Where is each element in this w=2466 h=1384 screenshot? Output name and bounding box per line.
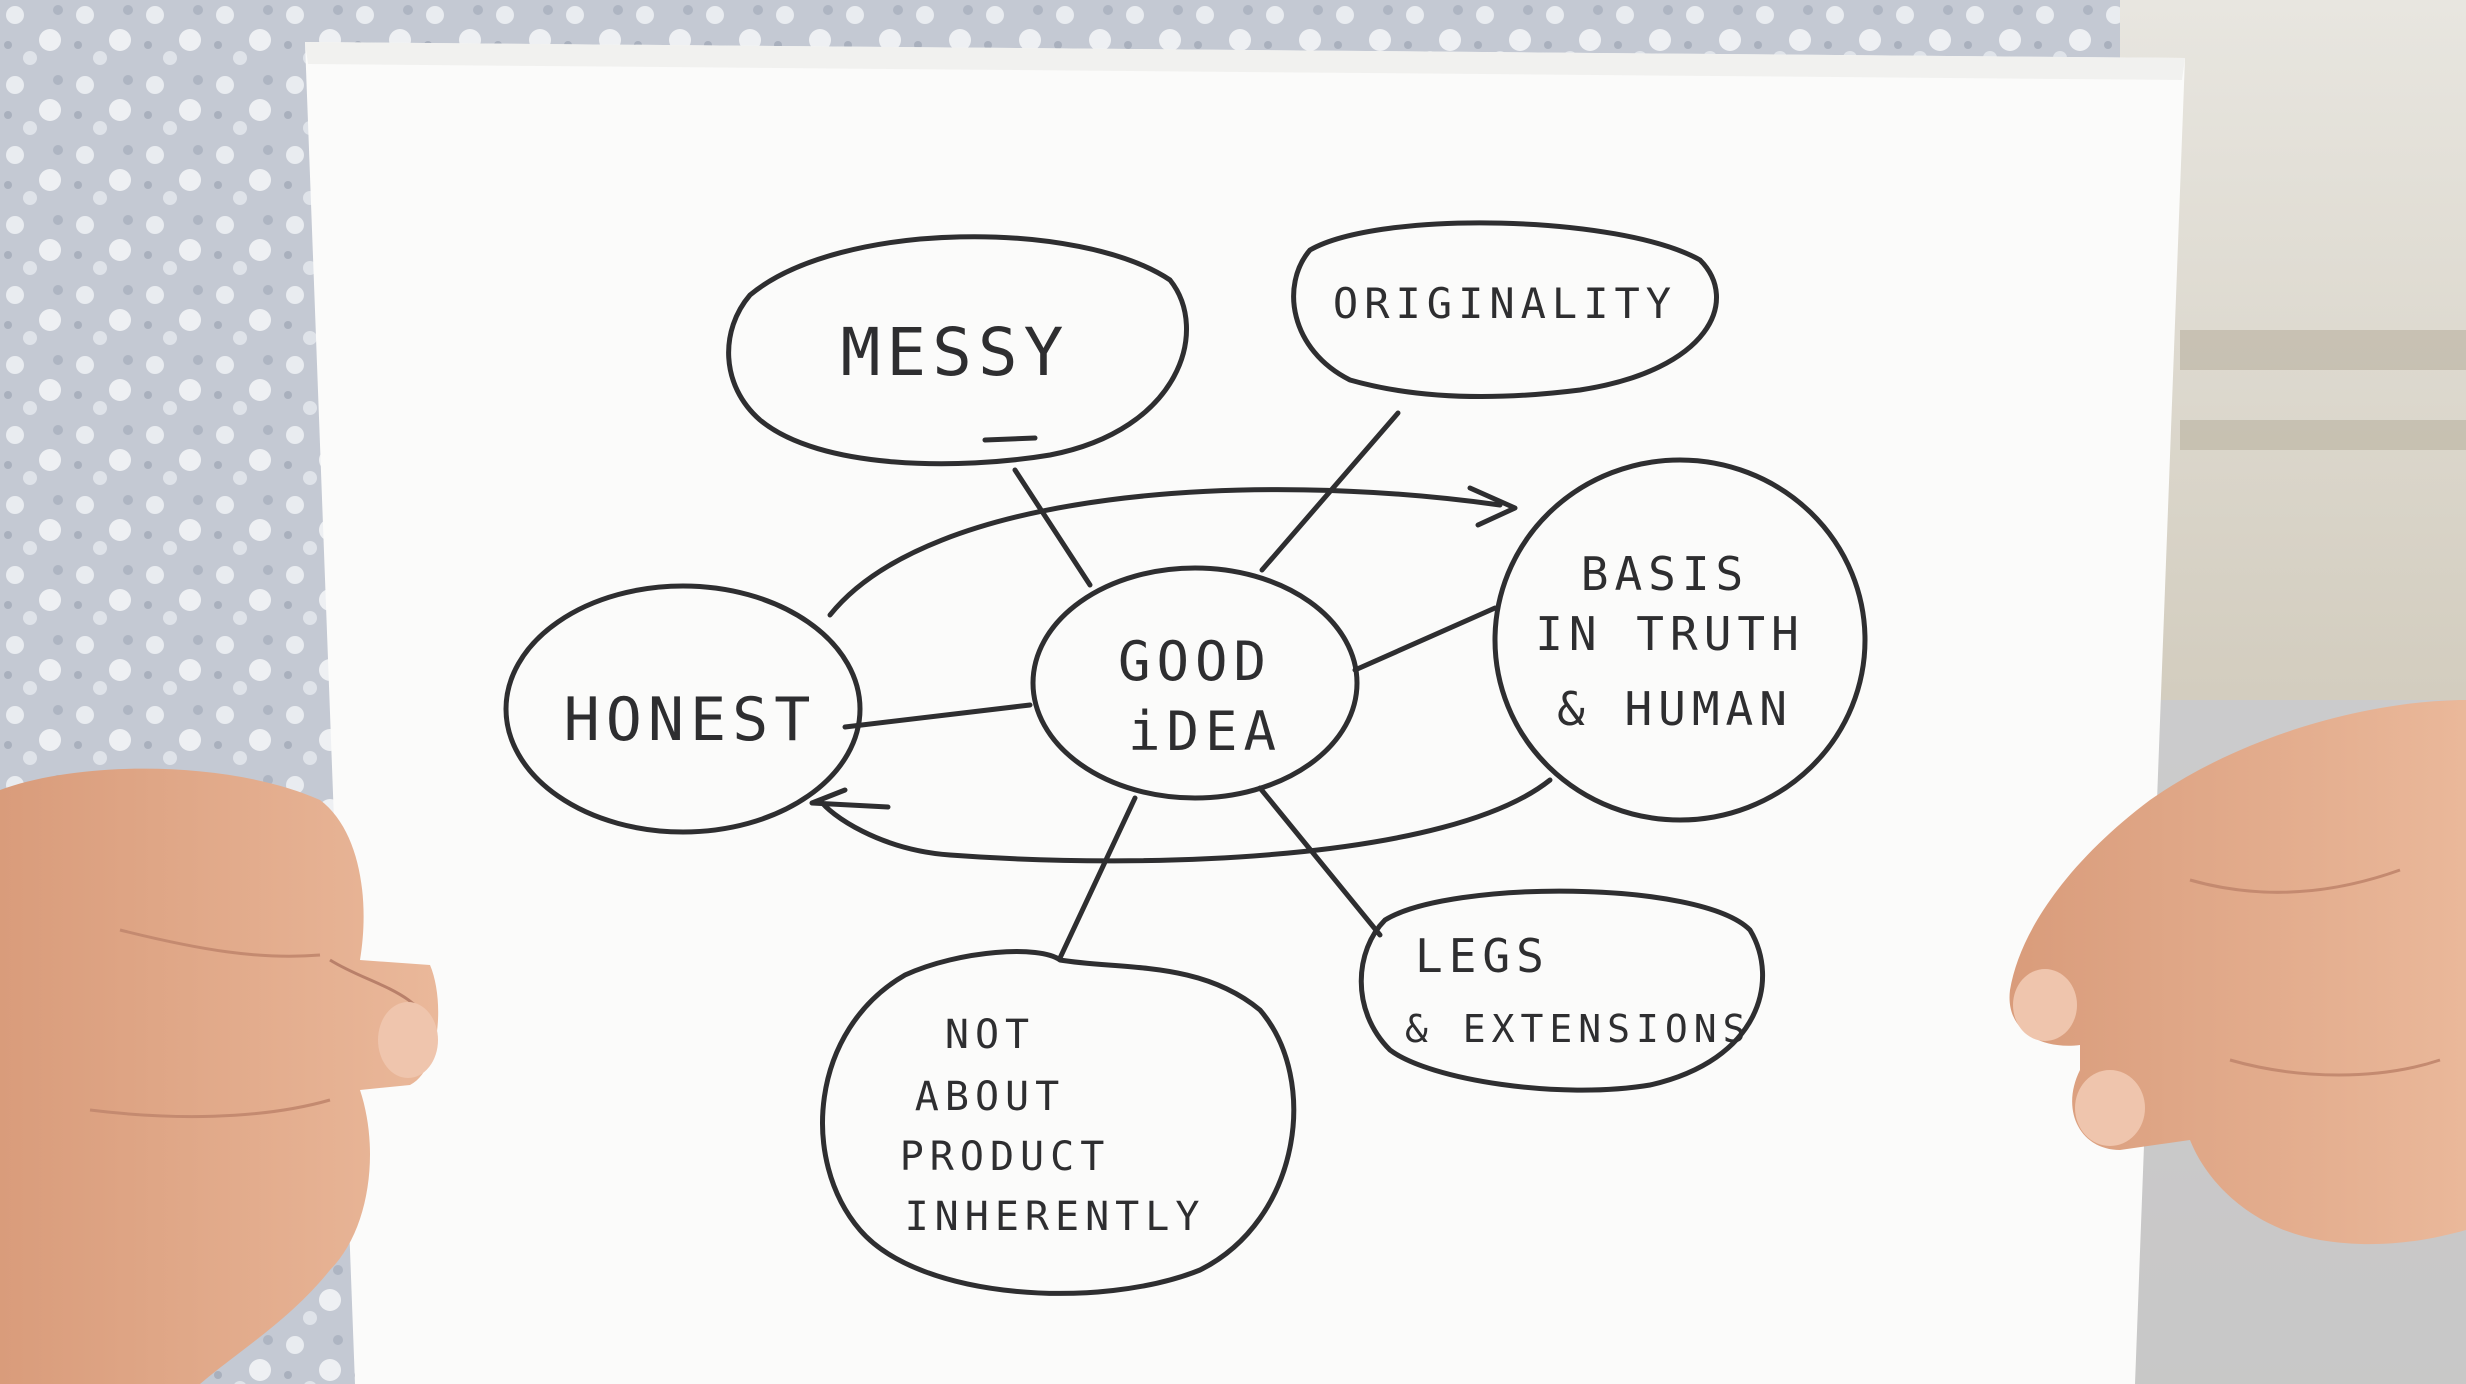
label-messy: MESSY xyxy=(841,314,1070,391)
label-center-line2: iDEA xyxy=(1128,700,1282,763)
label-basis-line1: BASIS xyxy=(1581,547,1749,601)
label-not-about-line2: ABOUT xyxy=(915,1074,1065,1120)
label-not-about-line3: PRODUCT xyxy=(900,1134,1111,1180)
label-legs-line1: LEGS xyxy=(1415,929,1550,983)
label-legs-line2: & EXTENSIONS xyxy=(1405,1007,1752,1051)
label-basis-line3: & HUMAN xyxy=(1557,682,1793,736)
node-messy-tail xyxy=(985,438,1035,440)
label-honest: HONEST xyxy=(564,685,817,755)
label-center-line1: GOOD xyxy=(1118,630,1272,693)
label-basis-line2: IN TRUTH xyxy=(1535,607,1805,661)
label-not-about-line4: INHERENTLY xyxy=(905,1194,1206,1240)
label-originality: ORIGINALITY xyxy=(1333,279,1677,328)
label-not-about-line1: NOT xyxy=(945,1012,1035,1058)
